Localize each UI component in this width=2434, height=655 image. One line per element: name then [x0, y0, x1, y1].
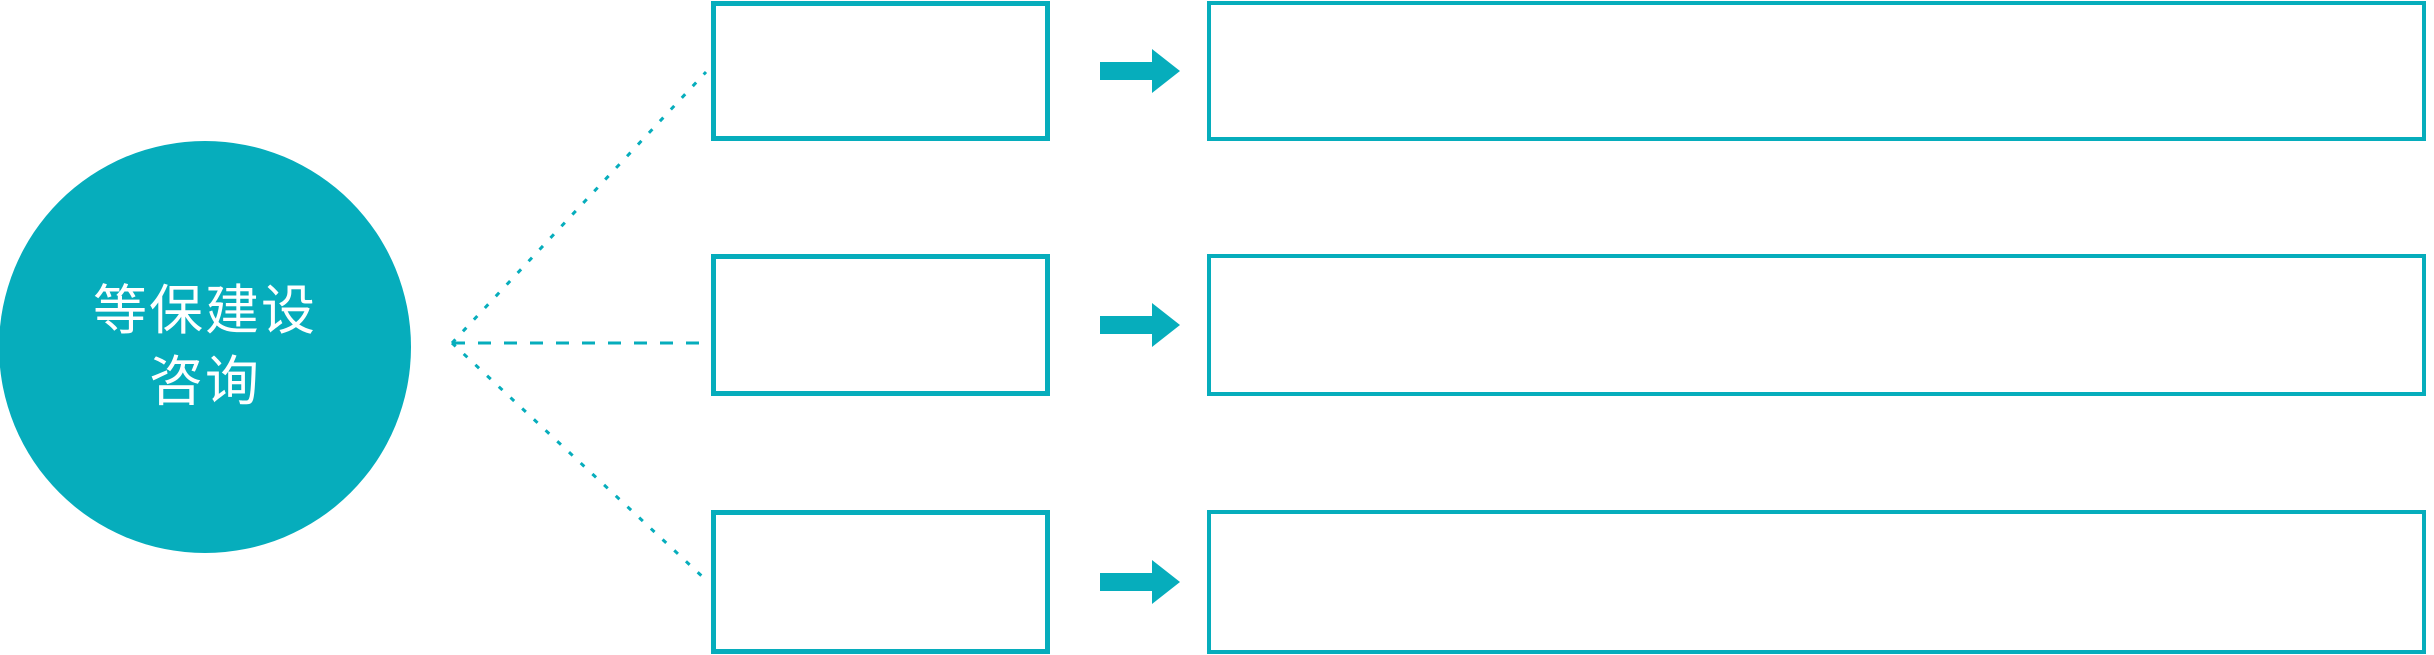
connector-line-row-1	[450, 70, 708, 345]
hub-label-line-1: 等保建设	[93, 280, 317, 341]
detail-box-row-2[interactable]	[1207, 254, 2426, 396]
category-box-row-3[interactable]	[711, 510, 1050, 654]
right-arrow-icon-row-3	[1100, 560, 1180, 604]
right-arrow-icon-row-2	[1100, 303, 1180, 347]
hub-label-line-2: 咨询	[149, 352, 261, 412]
connector-line-row-3	[450, 341, 708, 582]
hub-circle[interactable]: 等保建设 咨询	[0, 141, 411, 553]
category-box-row-1[interactable]	[711, 1, 1050, 141]
detail-box-row-3[interactable]	[1207, 510, 2426, 654]
category-box-row-2[interactable]	[711, 254, 1050, 396]
detail-box-row-1[interactable]	[1207, 1, 2426, 141]
right-arrow-icon-row-1	[1100, 49, 1180, 93]
